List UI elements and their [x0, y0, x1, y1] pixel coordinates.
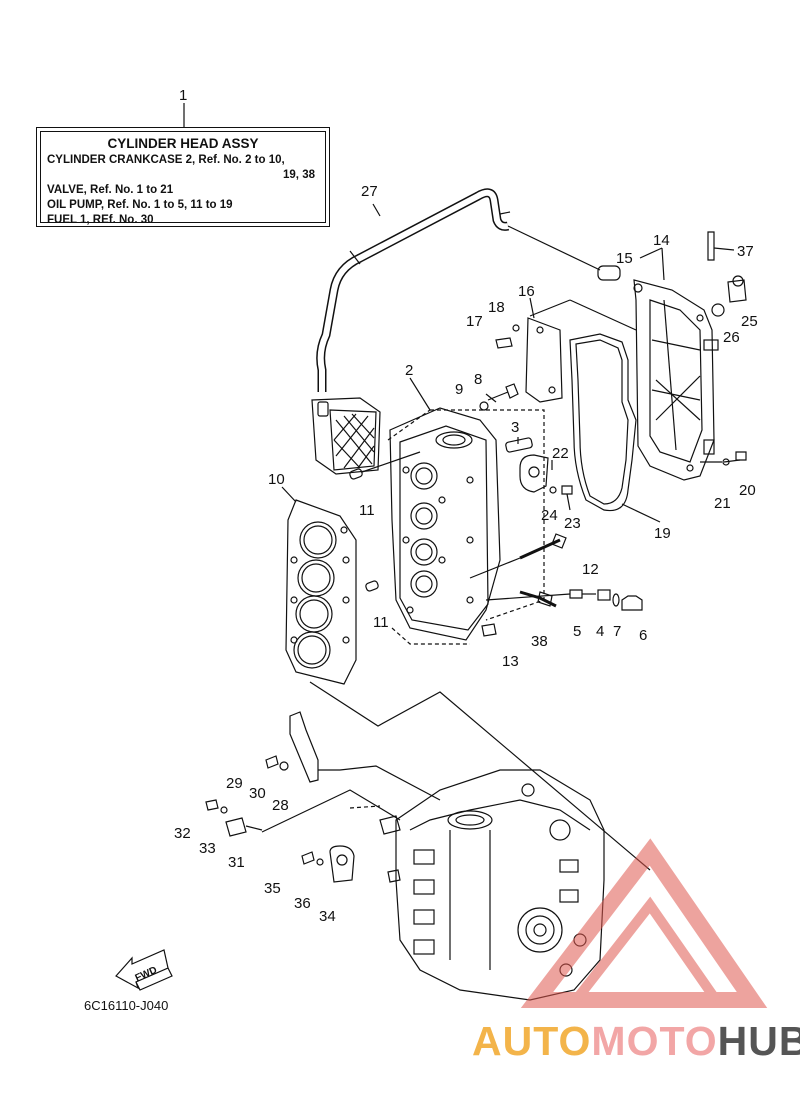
- watermark-part-hub: HUB: [717, 1018, 800, 1064]
- callout-18: 18: [488, 299, 505, 316]
- kit-line-valve: VALVE, Ref. No. 1 to 21: [47, 184, 174, 196]
- callout-22: 22: [552, 445, 569, 462]
- callout-26: 26: [723, 329, 740, 346]
- callout-31: 31: [228, 854, 245, 871]
- head-gasket-part-10: [285, 499, 357, 685]
- callout-19: 19: [654, 525, 671, 542]
- kit-line-oil-pump: OIL PUMP, Ref. No. 1 to 5, 11 to 19: [47, 199, 233, 211]
- watermark-brand-text: AUTOMOTOHUB: [472, 1018, 800, 1065]
- callout-7: 7: [613, 623, 621, 640]
- breather-hose-part-27: [316, 188, 511, 392]
- kit-line-cylinder-crankcase: CYLINDER CRANKCASE 2, Ref. No. 2 to 10,: [47, 154, 285, 166]
- kit-info-box: CYLINDER HEAD ASSY CYLINDER CRANKCASE 2,…: [36, 127, 330, 227]
- forward-direction-arrow: [115, 949, 173, 991]
- callout-33: 33: [199, 840, 216, 857]
- callout-15: 15: [616, 250, 633, 267]
- callout-14: 14: [653, 232, 670, 249]
- callout-35: 35: [264, 880, 281, 897]
- callout-11a: 11: [359, 502, 375, 519]
- filter-element: [311, 397, 381, 475]
- callout-36: 36: [294, 895, 311, 912]
- callout-17: 17: [466, 313, 483, 330]
- callout-25: 25: [741, 313, 758, 330]
- callout-24: 24: [541, 507, 558, 524]
- callout-23: 23: [564, 515, 581, 532]
- callout-3: 3: [511, 419, 519, 436]
- callout-6: 6: [639, 627, 647, 644]
- callout-29: 29: [226, 775, 243, 792]
- callout-4: 4: [596, 623, 604, 640]
- kit-line-cylinder-crankcase-cont: 19, 38: [283, 169, 315, 181]
- callout-21: 21: [714, 495, 731, 512]
- callout-28: 28: [272, 797, 289, 814]
- cylinder-head-part-2: [387, 407, 545, 645]
- callout-2: 2: [405, 362, 413, 379]
- fwd-label: FWD: [134, 965, 159, 984]
- watermark-logo: [520, 838, 768, 1008]
- watermark-part-auto: AUTO: [472, 1018, 592, 1064]
- kit-line-fuel: FUEL 1, REf. No. 30: [47, 214, 154, 226]
- callout-12: 12: [582, 561, 599, 578]
- callout-30: 30: [249, 785, 266, 802]
- callout-20: 20: [739, 482, 756, 499]
- callout-11b: 11: [373, 614, 389, 631]
- watermark-part-moto: MOTO: [591, 1018, 718, 1064]
- callout-1: 1: [179, 87, 187, 104]
- callout-8: 8: [474, 371, 482, 388]
- callout-27: 27: [361, 183, 378, 200]
- callout-10: 10: [268, 471, 285, 488]
- callout-32: 32: [174, 825, 191, 842]
- callout-16: 16: [518, 283, 535, 300]
- callout-37: 37: [737, 243, 754, 260]
- callout-34: 34: [319, 908, 336, 925]
- callout-9: 9: [455, 381, 463, 398]
- callout-13: 13: [502, 653, 519, 670]
- exhaust-cover-part-14: [633, 279, 719, 481]
- diagram-code: 6C16110-J040: [84, 998, 169, 1013]
- callout-5: 5: [573, 623, 581, 640]
- kit-title: CYLINDER HEAD ASSY: [107, 136, 259, 151]
- callout-38: 38: [531, 633, 548, 650]
